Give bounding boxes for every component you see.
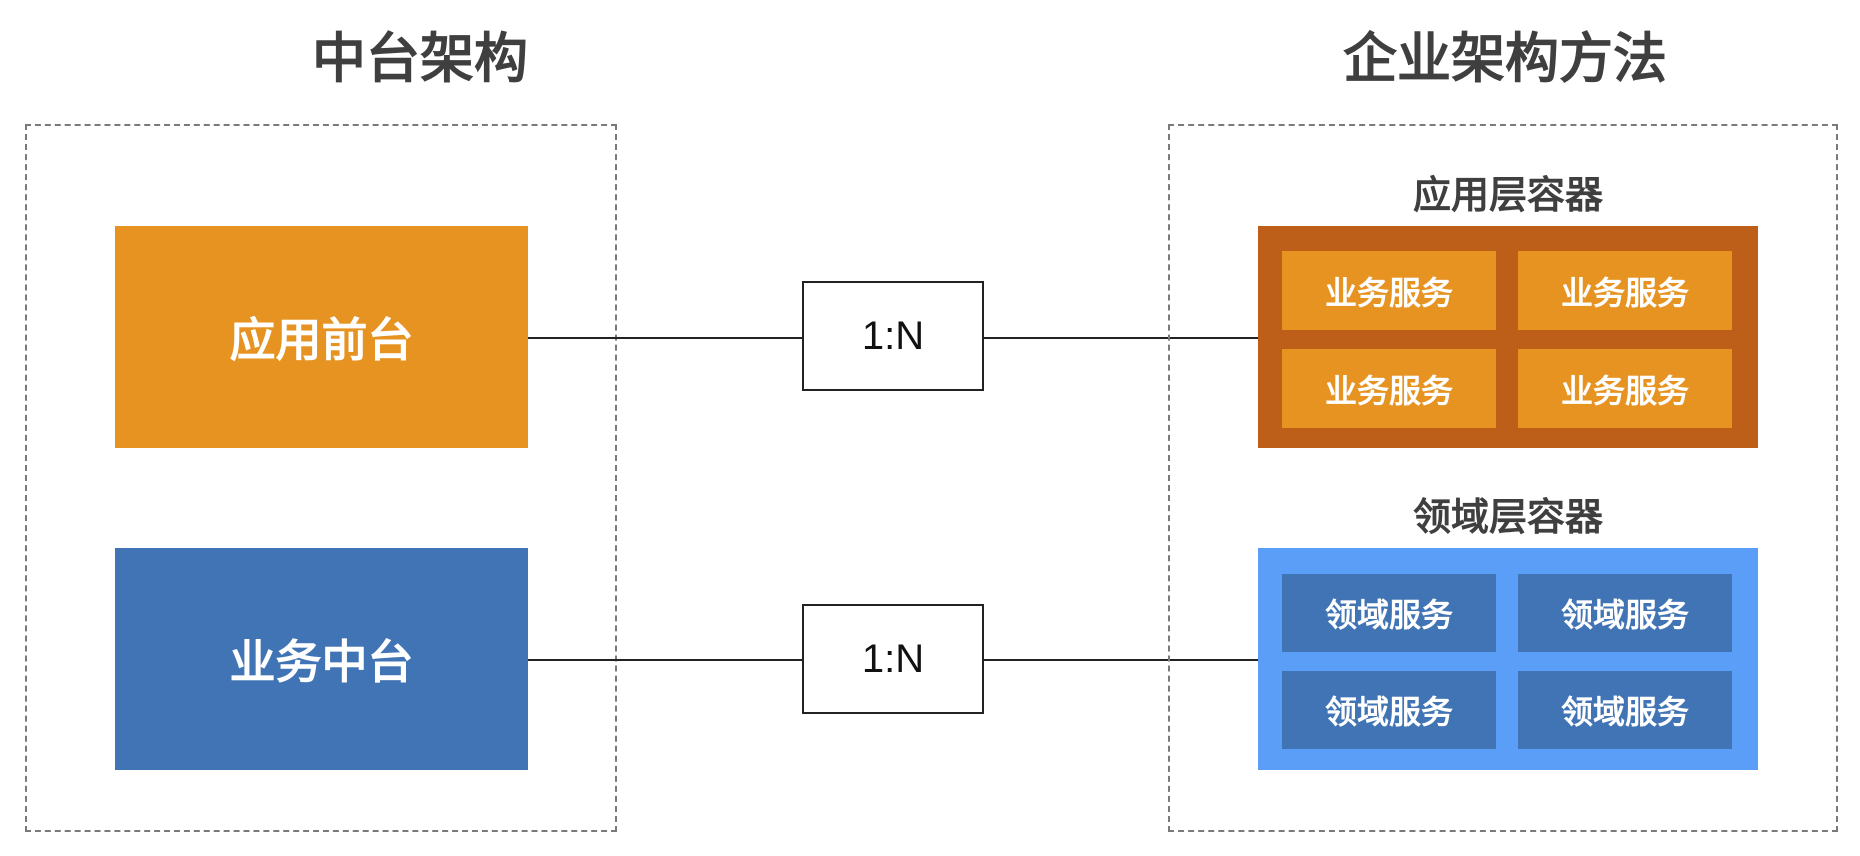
business-service: 业务服务: [1282, 251, 1496, 330]
relation-label: 1:N: [861, 313, 925, 358]
domain-service: 领域服务: [1282, 671, 1496, 749]
domain-service: 领域服务: [1518, 671, 1732, 749]
relation-box: 1:N: [802, 604, 984, 714]
domain-service-label: 领域服务: [1560, 596, 1689, 634]
app-container-title: 应用层容器: [1412, 173, 1603, 217]
domain-service-label: 领域服务: [1324, 693, 1453, 731]
domain-service-label: 领域服务: [1560, 693, 1689, 731]
business-service: 业务服务: [1282, 349, 1496, 428]
domain-service: 领域服务: [1282, 574, 1496, 652]
app-frontend-block: 应用前台: [115, 226, 528, 448]
business-service: 业务服务: [1518, 349, 1732, 428]
business-middle-block: 业务中台: [115, 548, 528, 770]
left-title: 中台架构: [312, 27, 528, 90]
domain-service-label: 领域服务: [1324, 596, 1453, 634]
business-service-label: 业务服务: [1324, 273, 1453, 312]
connector-line: [982, 337, 1258, 339]
right-title: 企业架构方法: [1343, 27, 1667, 90]
domain-service: 领域服务: [1518, 574, 1732, 652]
business-service-label: 业务服务: [1324, 371, 1453, 410]
business-middle-label: 业务中台: [229, 635, 414, 689]
relation-box: 1:N: [802, 281, 984, 391]
business-service: 业务服务: [1518, 251, 1732, 330]
business-service-label: 业务服务: [1560, 273, 1689, 312]
connector-line: [528, 337, 802, 339]
connector-line: [982, 659, 1258, 661]
connector-line: [528, 659, 802, 661]
left-frame: [25, 124, 617, 832]
domain-container-title: 领域层容器: [1412, 495, 1603, 539]
business-service-label: 业务服务: [1560, 371, 1689, 410]
right-frame: [1168, 124, 1838, 832]
app-frontend-label: 应用前台: [229, 313, 414, 367]
relation-label: 1:N: [861, 636, 925, 681]
